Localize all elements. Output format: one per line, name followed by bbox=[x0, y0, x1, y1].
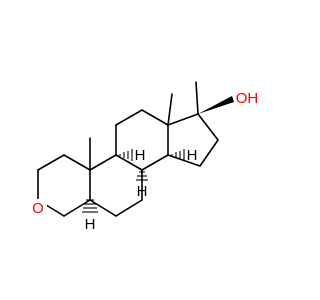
bond bbox=[197, 113, 219, 141]
c8-h-hash-bond bbox=[136, 171, 148, 181]
bond bbox=[63, 154, 91, 171]
bond bbox=[141, 109, 169, 126]
bond bbox=[115, 154, 143, 171]
ring-oxygen-atom-label: O bbox=[32, 200, 44, 217]
bond bbox=[115, 199, 143, 217]
c8-hydrogen-label: H bbox=[137, 183, 148, 200]
bond bbox=[89, 154, 117, 171]
hydroxyl-atom-label: OH bbox=[236, 90, 259, 107]
bond bbox=[63, 199, 91, 217]
ring-b-bonds bbox=[89, 154, 143, 217]
c5-hydrogen-label: H bbox=[85, 216, 96, 233]
c14-hydrogen-label: H bbox=[187, 147, 198, 164]
bond bbox=[141, 154, 169, 171]
bond bbox=[115, 109, 143, 126]
molecule-structure-drawing: O OH H H H H bbox=[32, 81, 259, 233]
bond bbox=[167, 113, 199, 126]
c5-h-hash-bond bbox=[82, 199, 98, 213]
bond bbox=[199, 139, 219, 167]
c17-oh-wedge-bond bbox=[198, 96, 234, 114]
ring-c-bonds bbox=[115, 109, 169, 171]
c9-hydrogen-label: H bbox=[135, 147, 146, 164]
bond bbox=[37, 154, 65, 171]
c9-h-hash-bond bbox=[119, 149, 133, 161]
c13-methyl-bond bbox=[167, 93, 173, 126]
bond bbox=[89, 199, 117, 217]
c14-h-hash-bond bbox=[171, 149, 185, 161]
c17-methyl-bond bbox=[195, 81, 199, 115]
